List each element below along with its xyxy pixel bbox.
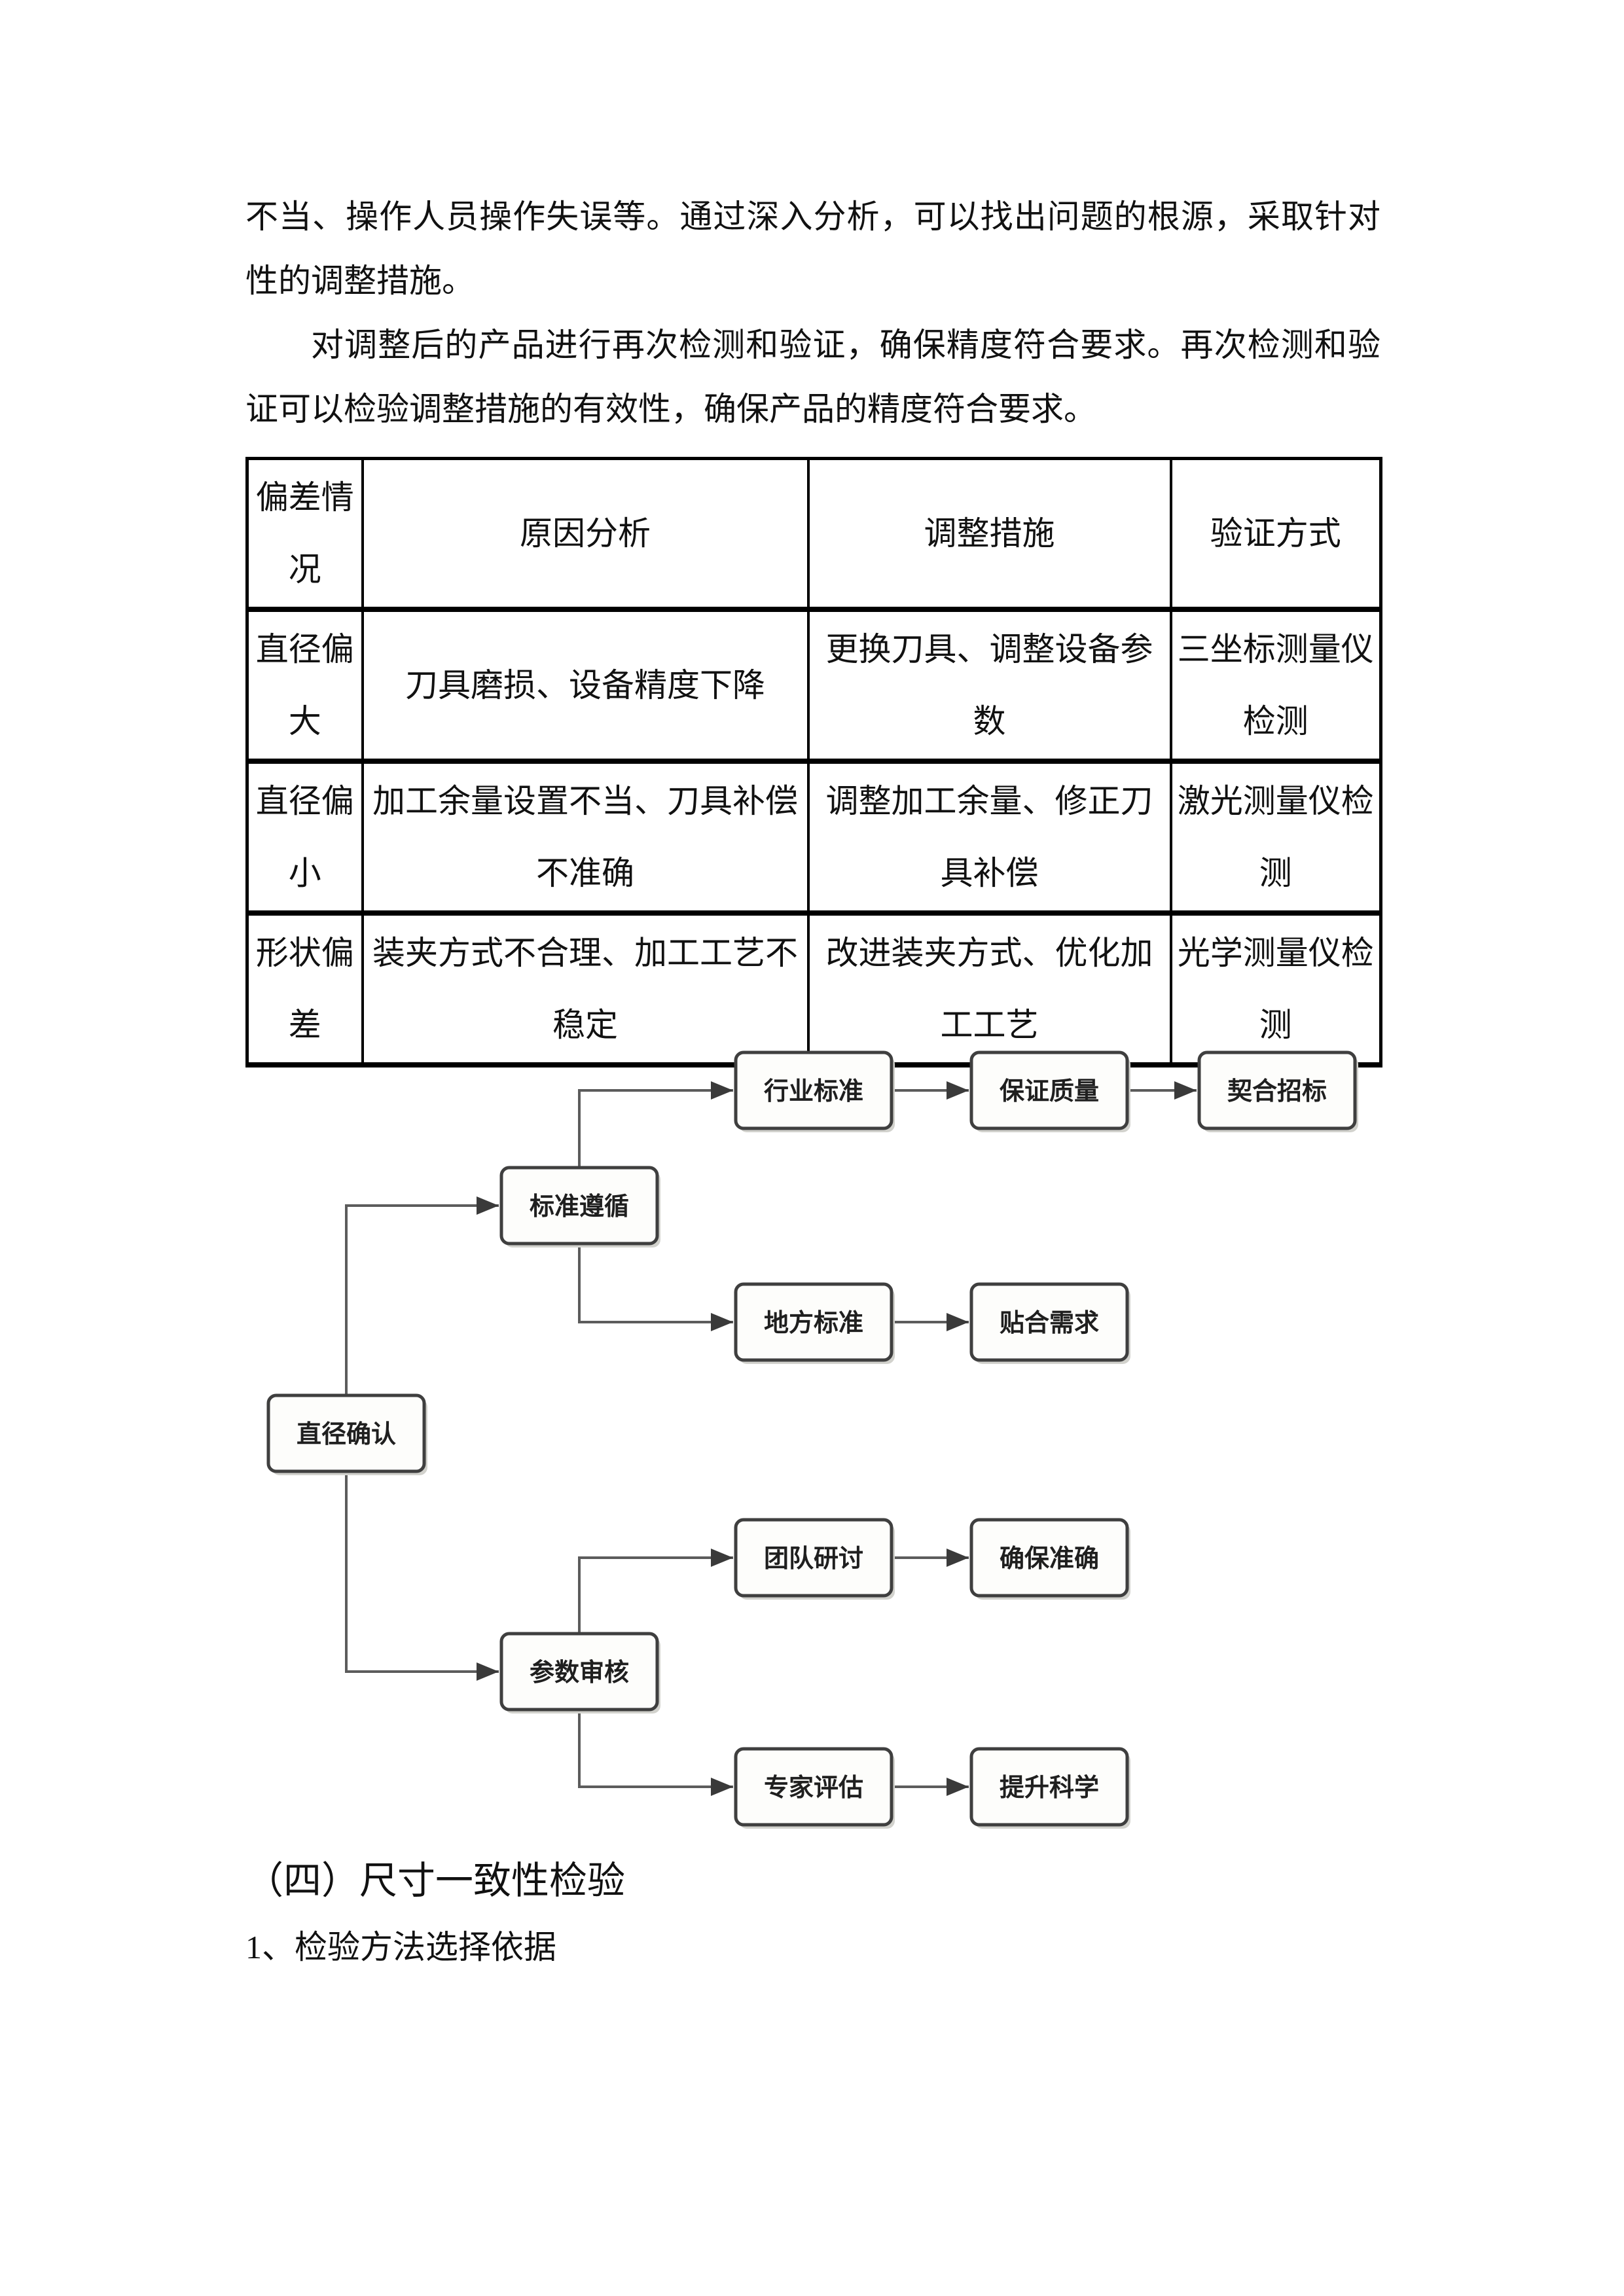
flow-node-shadow	[1202, 1056, 1358, 1132]
table-cell: 调整加工余量、修正刀具补偿	[806, 760, 1172, 914]
table-cell: 直径偏小	[245, 760, 364, 914]
table-cell: 光学测量仪检测	[1169, 912, 1382, 1066]
table-header-cell: 原因分析	[361, 457, 810, 611]
flow-node-difang	[734, 1282, 893, 1362]
table-cell: 直径偏大	[245, 608, 364, 762]
flow-node-shadow	[975, 1753, 1130, 1829]
table-cell: 装夹方式不合理、加工工艺不稳定	[361, 912, 810, 1066]
table-row: 直径偏小 加工余量设置不当、刀具补偿不准确 调整加工余量、修正刀具补偿 激光测量…	[245, 760, 1382, 914]
table-cell: 更换刀具、调整设备参数	[806, 608, 1172, 762]
flow-node-shadow	[739, 1524, 895, 1600]
sub-heading: 1、检验方法选择依据	[245, 1929, 556, 1965]
table-cell: 改进装夹方式、优化加工工艺	[806, 912, 1172, 1066]
flow-node-tisheng	[969, 1747, 1129, 1827]
flow-node-label: 团队研讨	[764, 1545, 863, 1573]
flow-node-label: 契合招标	[1227, 1078, 1327, 1105]
flow-node-shadow	[272, 1399, 427, 1475]
flow-node-shadow	[975, 1288, 1130, 1364]
flow-node-shadow	[739, 1288, 895, 1364]
flow-node-label: 直径确认	[297, 1421, 396, 1448]
table-header-cell: 验证方式	[1169, 457, 1382, 611]
flow-node-label: 行业标准	[764, 1078, 863, 1105]
flow-edge-zhijing-canshu	[345, 1471, 499, 1681]
table-cell: 刀具磨损、设备精度下降	[361, 608, 810, 762]
table-header-cell: 调整措施	[806, 457, 1172, 611]
table-header-row: 偏差情况 原因分析 调整措施 验证方式	[245, 457, 1382, 611]
flow-edge-biaozhun-hangye	[578, 1081, 733, 1168]
table-row: 直径偏大 刀具磨损、设备精度下降 更换刀具、调整设备参数 三坐标测量仪检测	[245, 608, 1382, 762]
flow-node-label: 地方标准	[764, 1310, 863, 1337]
table-cell: 三坐标测量仪检测	[1169, 608, 1382, 762]
flow-node-zhuanjia	[734, 1747, 893, 1827]
flow-node-shadow	[975, 1524, 1130, 1600]
paragraph: 不当、操作人员操作失误等。通过深入分析，可以找出问题的根源，采取针对性的调整措施…	[245, 198, 1380, 299]
flow-node-quebao	[969, 1518, 1129, 1598]
table-cell: 激光测量仪检测	[1169, 760, 1382, 914]
flow-edge-canshu-zhuanjia	[578, 1710, 733, 1796]
table-cell: 加工余量设置不当、刀具补偿不准确	[361, 760, 810, 914]
flow-node-label: 保证质量	[1000, 1078, 1099, 1105]
flow-node-shadow	[505, 1638, 660, 1713]
table-row: 形状偏差 装夹方式不合理、加工工艺不稳定 改进装夹方式、优化加工工艺 光学测量仪…	[245, 912, 1382, 1066]
flow-node-shadow	[505, 1172, 660, 1247]
flow-edge-zhijing-biaozhun	[345, 1196, 499, 1395]
flow-node-shadow	[739, 1056, 895, 1132]
paragraph: 对调整后的产品进行再次检测和验证，确保精度符合要求。再次检测和验证可以检验调整措…	[245, 327, 1380, 427]
flow-node-tiehe	[969, 1282, 1129, 1362]
table-header-cell: 偏差情况	[245, 457, 364, 611]
flow-node-tuandui	[734, 1518, 893, 1598]
flow-node-label: 提升科学	[1000, 1774, 1099, 1802]
section-heading: （四）尺寸一致性检验	[245, 1859, 626, 1902]
table-cell: 形状偏差	[245, 912, 364, 1066]
flow-edge-canshu-tuandui	[578, 1549, 733, 1634]
flow-node-label: 专家评估	[764, 1774, 863, 1802]
deviation-analysis-table: 偏差情况 原因分析 调整措施 验证方式 直径偏大 刀具磨损、设备精度下降 更换刀…	[245, 457, 1382, 1067]
flow-node-label: 标准遵循	[530, 1193, 629, 1221]
flow-node-canshu	[499, 1632, 659, 1712]
flow-node-zhijing	[266, 1393, 426, 1473]
flow-node-biaozhun	[499, 1166, 659, 1246]
flow-node-shadow	[739, 1753, 895, 1829]
flow-node-label: 贴合需求	[1000, 1310, 1099, 1337]
flow-node-label: 确保准确	[1000, 1545, 1099, 1573]
flow-node-label: 参数审核	[530, 1659, 629, 1687]
flow-node-shadow	[975, 1056, 1130, 1132]
body-text: 不当、操作人员操作失误等。通过深入分析，可以找出问题的根源，采取针对性的调整措施…	[245, 185, 1380, 441]
flow-edge-biaozhun-difang	[578, 1244, 733, 1331]
